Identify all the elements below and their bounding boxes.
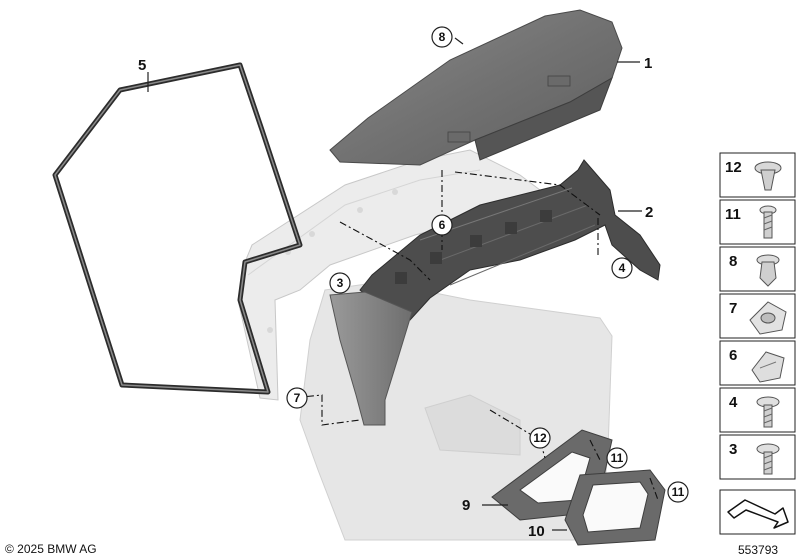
spoiler-support-bracket	[359, 159, 661, 321]
spring-clip-icon	[749, 301, 787, 335]
legend-number: 11	[725, 206, 741, 223]
callout-11a: 11	[611, 451, 624, 465]
direction-arrow-icon	[727, 499, 789, 529]
document-number: 553793	[738, 543, 779, 557]
callout-3-circle: 3	[329, 272, 351, 294]
copyright-text: © 2025 BMW AG	[5, 542, 97, 556]
callout-11a-circle: 11	[606, 447, 628, 469]
callout-3: 3	[337, 276, 344, 290]
tailgate-seal	[52, 62, 303, 395]
callout-12-circle: 12	[529, 427, 551, 449]
callout-10: 10	[528, 523, 545, 540]
flange-screw-icon	[756, 396, 780, 428]
clip-nut-icon	[751, 351, 785, 383]
corner-trim	[329, 291, 413, 426]
callout-2: 2	[645, 204, 653, 221]
legend-number: 7	[729, 300, 737, 317]
callout-1: 1	[644, 55, 652, 72]
callout-7-circle: 7	[286, 387, 308, 409]
leader-lines	[147, 37, 642, 531]
callout-6-circle: 6	[431, 214, 453, 236]
callout-12: 12	[533, 431, 547, 445]
callout-4: 4	[619, 261, 626, 275]
callout-11b-circle: 11	[667, 481, 689, 503]
legend-number: 12	[725, 159, 742, 176]
flange-screw-icon	[756, 443, 780, 475]
legend-number: 4	[729, 394, 738, 411]
rear-spoiler	[329, 9, 623, 166]
callout-9: 9	[462, 497, 470, 514]
legend-number: 8	[729, 253, 737, 270]
expanding-clip-icon	[756, 254, 780, 287]
callout-8-circle: 8	[431, 26, 453, 48]
push-rivet-icon	[754, 161, 782, 191]
legend-number: 6	[729, 347, 737, 364]
callout-8: 8	[439, 30, 446, 44]
callout-6: 6	[439, 218, 446, 232]
fastener-legend: 12 11 8 7 6 4 3	[719, 152, 796, 535]
legend-number: 3	[729, 441, 737, 458]
license-plate-frame-10	[564, 469, 666, 546]
callout-11b: 11	[672, 485, 685, 499]
callout-5: 5	[138, 57, 146, 74]
screw-icon	[759, 205, 777, 239]
callout-4-circle: 4	[611, 257, 633, 279]
assembly-lines	[291, 170, 659, 501]
callout-7: 7	[294, 391, 301, 405]
